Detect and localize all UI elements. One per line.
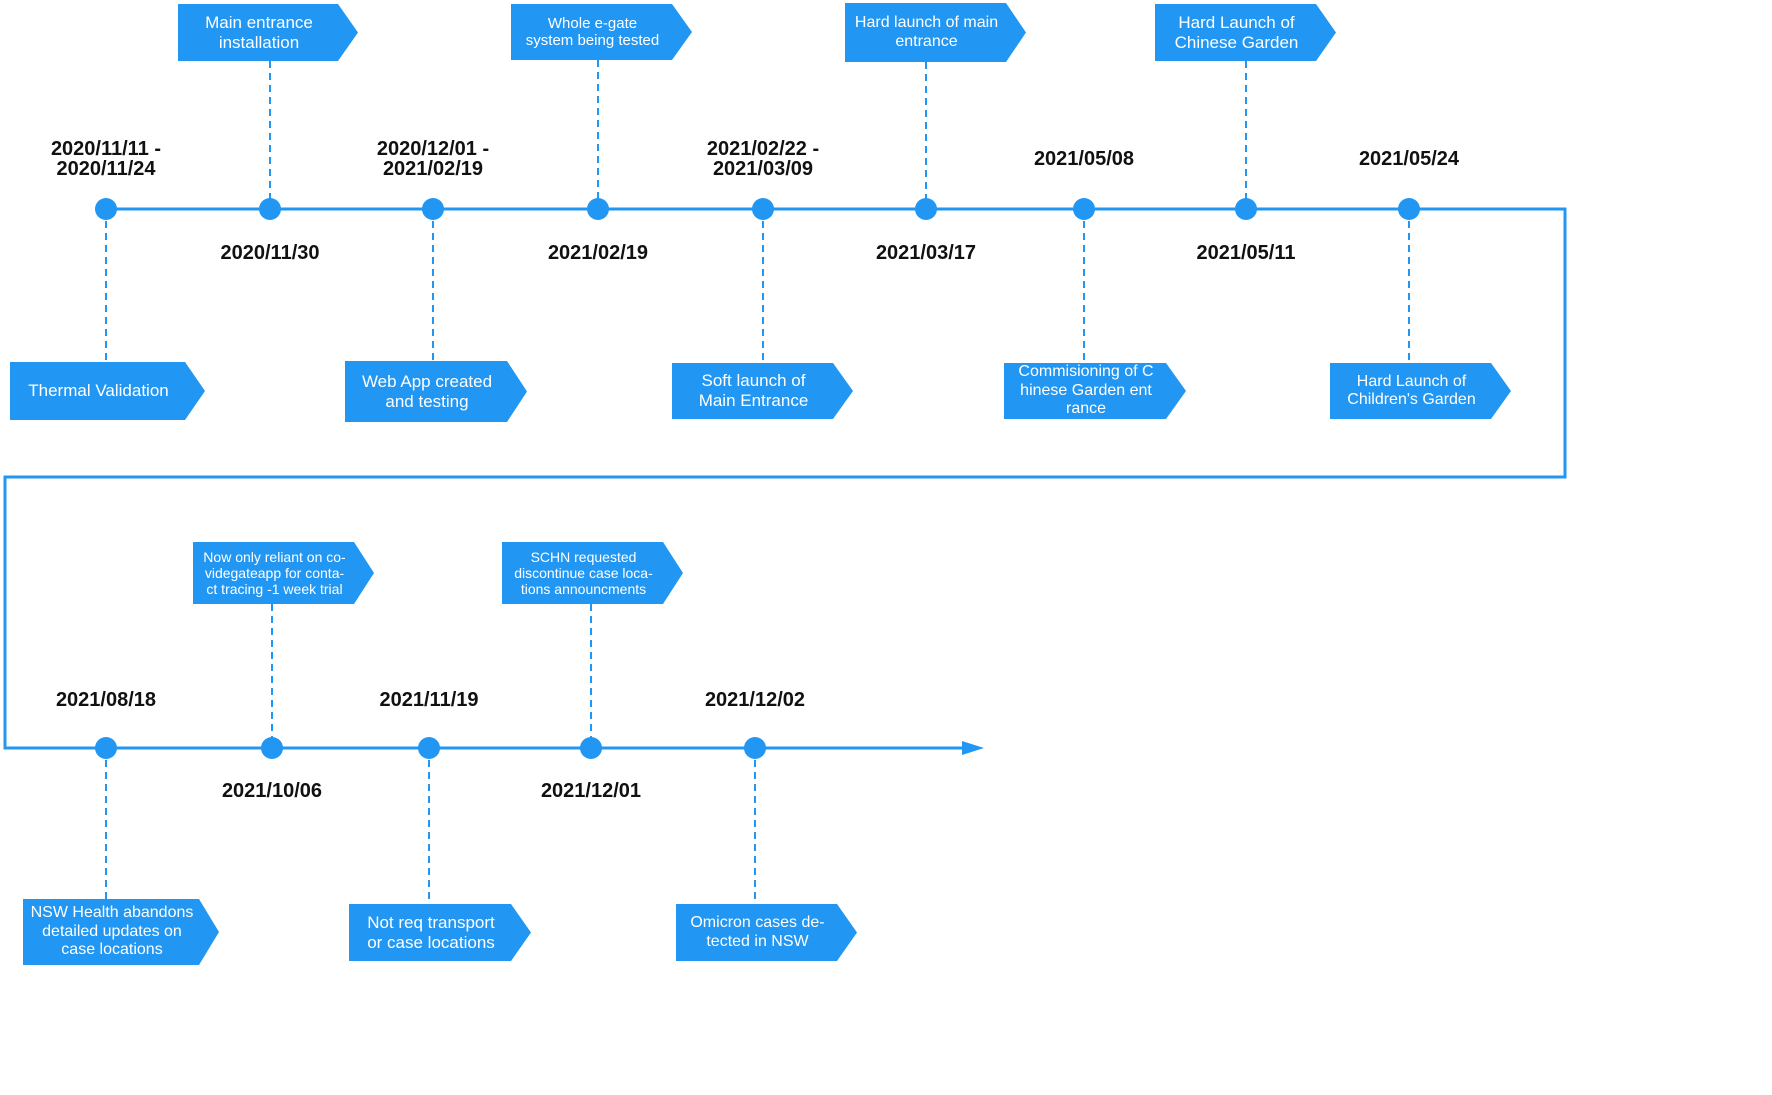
row2-milestone-dot-5[interactable] (744, 737, 766, 759)
row2-milestone-dot-2[interactable] (261, 737, 283, 759)
row1-date-label-5: 2021/02/22 -2021/03/09 (707, 138, 819, 180)
row1-milestone-dot-3[interactable] (422, 198, 444, 220)
row2-event-box-5[interactable]: Omicron cases de-tected in NSW (676, 904, 857, 961)
row2-event-text-2: Now only reliant on co-videgateapp for c… (203, 548, 346, 598)
row1-milestone-dot-2[interactable] (259, 198, 281, 220)
row1-milestone-dot-5[interactable] (752, 198, 774, 220)
row2-event-box-2[interactable]: Now only reliant on co-videgateapp for c… (193, 542, 374, 604)
row2-date-label-5: 2021/12/02 (705, 689, 805, 711)
row1-milestone-dot-4[interactable] (587, 198, 609, 220)
row1-event-box-1[interactable]: Thermal Validation (10, 362, 205, 420)
row1-date-label-7: 2021/05/08 (1034, 148, 1134, 170)
row2-date-label-4: 2021/12/01 (541, 780, 641, 802)
row2-date-label-1: 2021/08/18 (56, 689, 156, 711)
row2-event-text-5: Omicron cases de-tected in NSW (690, 914, 825, 950)
row1-milestone-dot-9[interactable] (1398, 198, 1420, 220)
row1-date-label-1: 2020/11/11 -2020/11/24 (51, 138, 161, 180)
row1-date-label-4: 2021/02/19 (548, 242, 648, 264)
row2-milestone-dot-1[interactable] (95, 737, 117, 759)
row1-milestone-dot-6[interactable] (915, 198, 937, 220)
row1-date-label-9: 2021/05/24 (1359, 148, 1460, 170)
row2-date-label-2: 2021/10/06 (222, 780, 322, 802)
row2-milestone-dot-3[interactable] (418, 737, 440, 759)
row2-date-label-3: 2021/11/19 (380, 689, 479, 711)
row1-milestone-dot-7[interactable] (1073, 198, 1095, 220)
row1-date-label-6: 2021/03/17 (876, 242, 976, 264)
row1-date-label-8: 2021/05/11 (1197, 242, 1296, 264)
timeline-path (3, 207, 1567, 750)
row1-event-text-1: Thermal Validation (28, 381, 169, 401)
row1-date-label-2: 2020/11/30 (221, 242, 320, 264)
row1-date-label-3: 2020/12/01 -2021/02/19 (377, 138, 489, 180)
row1-milestone-dot-8[interactable] (1235, 198, 1257, 220)
row2-milestone-dot-4[interactable] (580, 737, 602, 759)
row1-milestone-dot-1[interactable] (95, 198, 117, 220)
timeline-arrowhead (962, 741, 984, 755)
